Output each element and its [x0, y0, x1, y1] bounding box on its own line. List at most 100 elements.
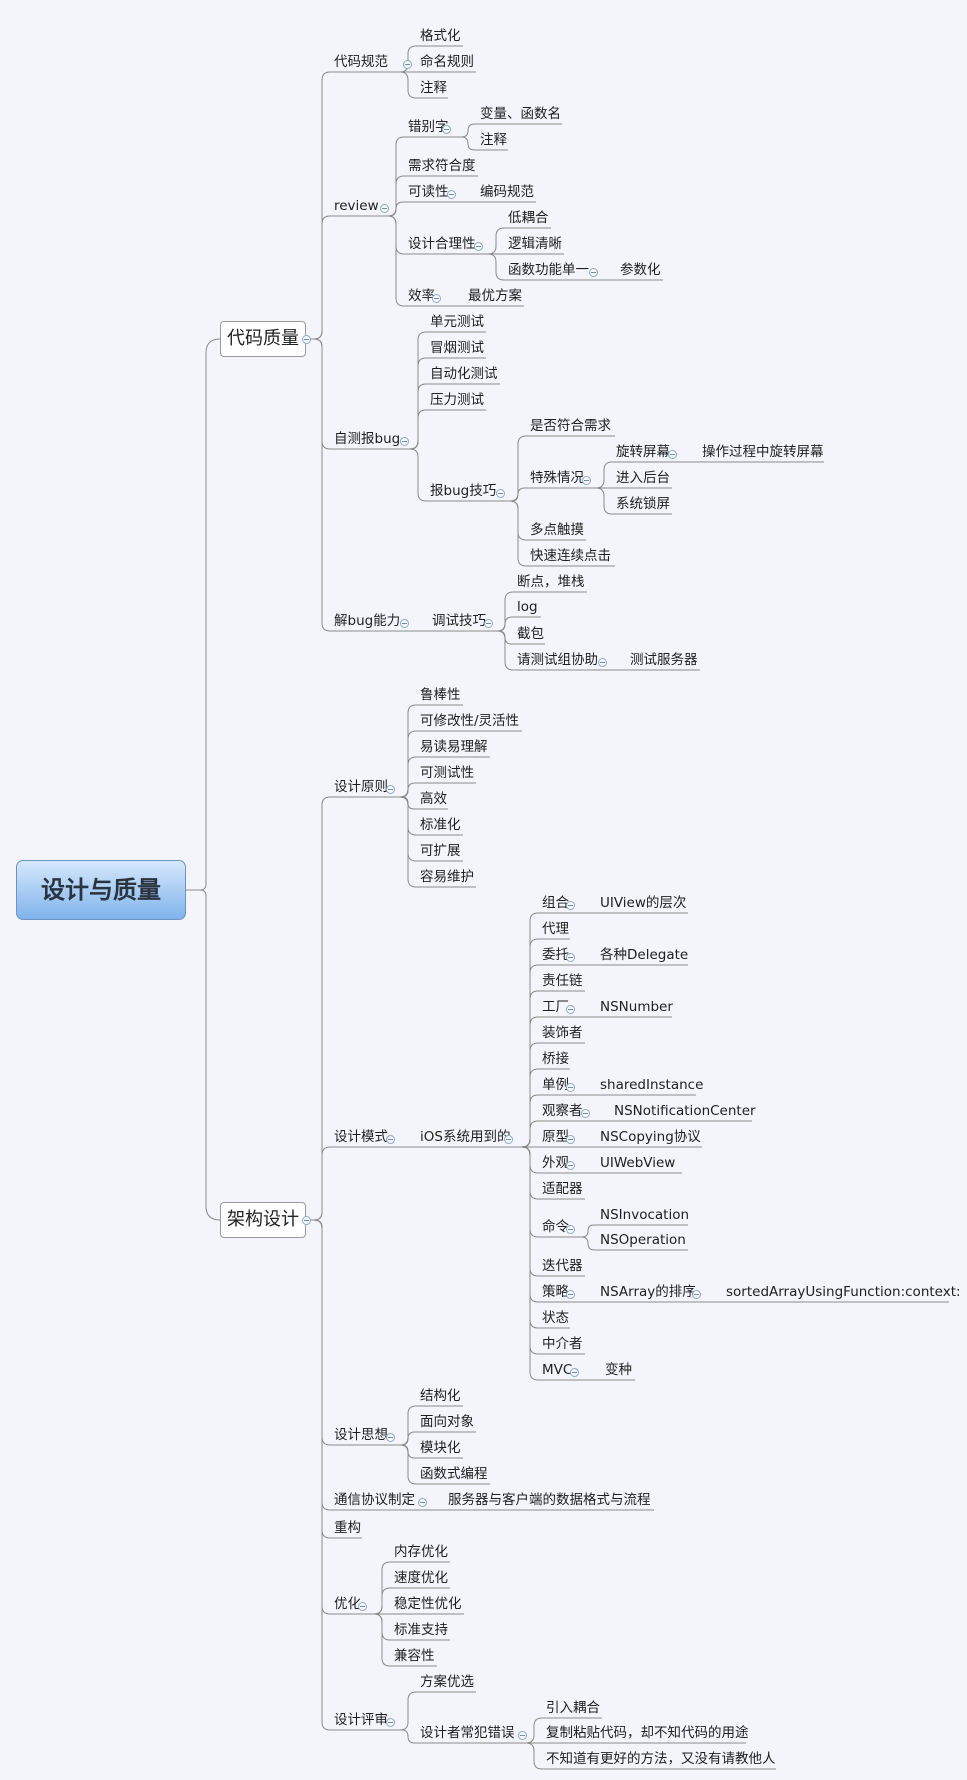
collapse-toggle-icon[interactable] [566, 1290, 575, 1299]
collapse-toggle-icon[interactable] [400, 437, 409, 446]
topic-n8[interactable]: 注释 [480, 132, 507, 148]
topic-n33[interactable]: 解bug能力 [334, 613, 401, 629]
collapse-toggle-icon[interactable] [403, 60, 412, 69]
collapse-toggle-icon[interactable] [474, 242, 483, 251]
collapse-toggle-icon[interactable] [582, 476, 591, 485]
topic-m58[interactable]: 设计者常犯错误 [420, 1725, 515, 1741]
topic-n35[interactable]: 断点，堆栈 [517, 574, 585, 590]
topic-m21[interactable]: 桥接 [542, 1051, 569, 1067]
collapse-toggle-icon[interactable] [484, 619, 493, 628]
topic-m61[interactable]: 不知道有更好的方法，又没有请教他人 [546, 1751, 776, 1767]
collapse-toggle-icon[interactable] [447, 190, 456, 199]
topic-m53[interactable]: 稳定性优化 [394, 1596, 462, 1612]
topic-n23[interactable]: 压力测试 [430, 392, 484, 408]
collapse-toggle-icon[interactable] [598, 658, 607, 667]
collapse-toggle-icon[interactable] [570, 1368, 579, 1377]
topic-n39[interactable]: 测试服务器 [630, 652, 698, 668]
topic-m9[interactable]: 容易维护 [420, 869, 474, 885]
topic-n22[interactable]: 自动化测试 [430, 366, 498, 382]
topic-m14[interactable]: 代理 [542, 921, 569, 937]
topic-m18[interactable]: 工厂 [542, 999, 569, 1015]
topic-n36[interactable]: log [517, 599, 538, 615]
topic-m2[interactable]: 鲁棒性 [420, 687, 461, 703]
collapse-toggle-icon[interactable] [589, 268, 598, 277]
topic-m15[interactable]: 委托 [542, 947, 569, 963]
topic-m57[interactable]: 方案优选 [420, 1674, 474, 1690]
topic-n19[interactable]: 自测报bug [334, 431, 401, 447]
topic-n27[interactable]: 旋转屏幕 [616, 444, 670, 460]
collapse-toggle-icon[interactable] [566, 1161, 575, 1170]
topic-m32[interactable]: NSInvocation [600, 1207, 690, 1223]
topic-m47[interactable]: 通信协议制定 [334, 1492, 415, 1508]
collapse-toggle-icon[interactable] [432, 294, 441, 303]
topic-n18[interactable]: 最优方案 [468, 288, 522, 304]
topic-m41[interactable]: 变种 [605, 1362, 632, 1378]
collapse-toggle-icon[interactable] [566, 953, 575, 962]
collapse-toggle-icon[interactable] [668, 450, 677, 459]
topic-n31[interactable]: 多点触摸 [530, 522, 584, 538]
topic-m27[interactable]: NSCopying协议 [600, 1129, 701, 1145]
topic-n13[interactable]: 低耦合 [508, 210, 549, 226]
topic-n9[interactable]: 需求符合度 [408, 158, 476, 174]
topic-m6[interactable]: 高效 [420, 791, 447, 807]
topic-n2[interactable]: 格式化 [420, 28, 461, 44]
topic-m34[interactable]: 迭代器 [542, 1258, 583, 1274]
topic-m10[interactable]: 设计模式 [334, 1129, 388, 1145]
topic-n34[interactable]: 调试技巧 [432, 613, 486, 629]
topic-m30[interactable]: 适配器 [542, 1181, 583, 1197]
topic-m43[interactable]: 结构化 [420, 1388, 461, 1404]
collapse-toggle-icon[interactable] [400, 619, 409, 628]
collapse-toggle-icon[interactable] [496, 489, 505, 498]
collapse-toggle-icon[interactable] [302, 335, 311, 344]
topic-m4[interactable]: 易读易理解 [420, 739, 488, 755]
topic-m23[interactable]: sharedInstance [600, 1077, 704, 1093]
collapse-toggle-icon[interactable] [442, 125, 451, 134]
collapse-toggle-icon[interactable] [386, 1433, 395, 1442]
topic-n12[interactable]: 设计合理性 [408, 236, 476, 252]
topic-n16[interactable]: 参数化 [620, 262, 661, 278]
topic-m31[interactable]: 命令 [542, 1219, 569, 1235]
collapse-toggle-icon[interactable] [302, 1216, 311, 1225]
topic-m37[interactable]: sortedArrayUsingFunction:context: [726, 1284, 961, 1300]
topic-m54[interactable]: 标准支持 [394, 1622, 448, 1638]
topic-m3[interactable]: 可修改性/灵活性 [420, 713, 520, 729]
topic-m49[interactable]: 重构 [334, 1520, 361, 1536]
topic-m52[interactable]: 速度优化 [394, 1570, 448, 1586]
root-node[interactable]: 设计与质量 [16, 860, 186, 920]
topic-n5[interactable]: review [334, 198, 379, 214]
topic-m11[interactable]: iOS系统用到的 [420, 1129, 511, 1145]
topic-m1[interactable]: 设计原则 [334, 779, 388, 795]
topic-m24[interactable]: 观察者 [542, 1103, 583, 1119]
topic-m55[interactable]: 兼容性 [394, 1648, 435, 1664]
collapse-toggle-icon[interactable] [566, 1005, 575, 1014]
topic-n10[interactable]: 可读性 [408, 184, 449, 200]
topic-m36[interactable]: NSArray的排序 [600, 1284, 696, 1300]
topic-n17[interactable]: 效率 [408, 288, 435, 304]
collapse-toggle-icon[interactable] [581, 1109, 590, 1118]
topic-n1[interactable]: 代码规范 [334, 54, 388, 70]
topic-m33[interactable]: NSOperation [600, 1232, 686, 1248]
topic-n38[interactable]: 请测试组协助 [517, 652, 598, 668]
collapse-toggle-icon[interactable] [566, 901, 575, 910]
topic-n26[interactable]: 特殊情况 [530, 470, 584, 486]
topic-m51[interactable]: 内存优化 [394, 1544, 448, 1560]
topic-n28[interactable]: 操作过程中旋转屏幕 [702, 444, 824, 460]
collapse-toggle-icon[interactable] [504, 1135, 513, 1144]
topic-n24[interactable]: 报bug技巧 [430, 483, 497, 499]
collapse-toggle-icon[interactable] [380, 204, 389, 213]
topic-m29[interactable]: UIWebView [600, 1155, 676, 1171]
collapse-toggle-icon[interactable] [358, 1602, 367, 1611]
topic-n11[interactable]: 编码规范 [480, 184, 534, 200]
topic-m56[interactable]: 设计评审 [334, 1712, 388, 1728]
collapse-toggle-icon[interactable] [566, 1225, 575, 1234]
topic-m5[interactable]: 可测试性 [420, 765, 474, 781]
topic-m26[interactable]: 原型 [542, 1129, 569, 1145]
topic-m16[interactable]: 各种Delegate [600, 947, 689, 963]
collapse-toggle-icon[interactable] [386, 1718, 395, 1727]
topic-m12[interactable]: 组合 [542, 895, 569, 911]
topic-n6[interactable]: 错别字 [408, 119, 449, 135]
topic-m28[interactable]: 外观 [542, 1155, 569, 1171]
topic-m19[interactable]: NSNumber [600, 999, 673, 1015]
topic-n3[interactable]: 命名规则 [420, 54, 474, 70]
topic-m8[interactable]: 可扩展 [420, 843, 461, 859]
